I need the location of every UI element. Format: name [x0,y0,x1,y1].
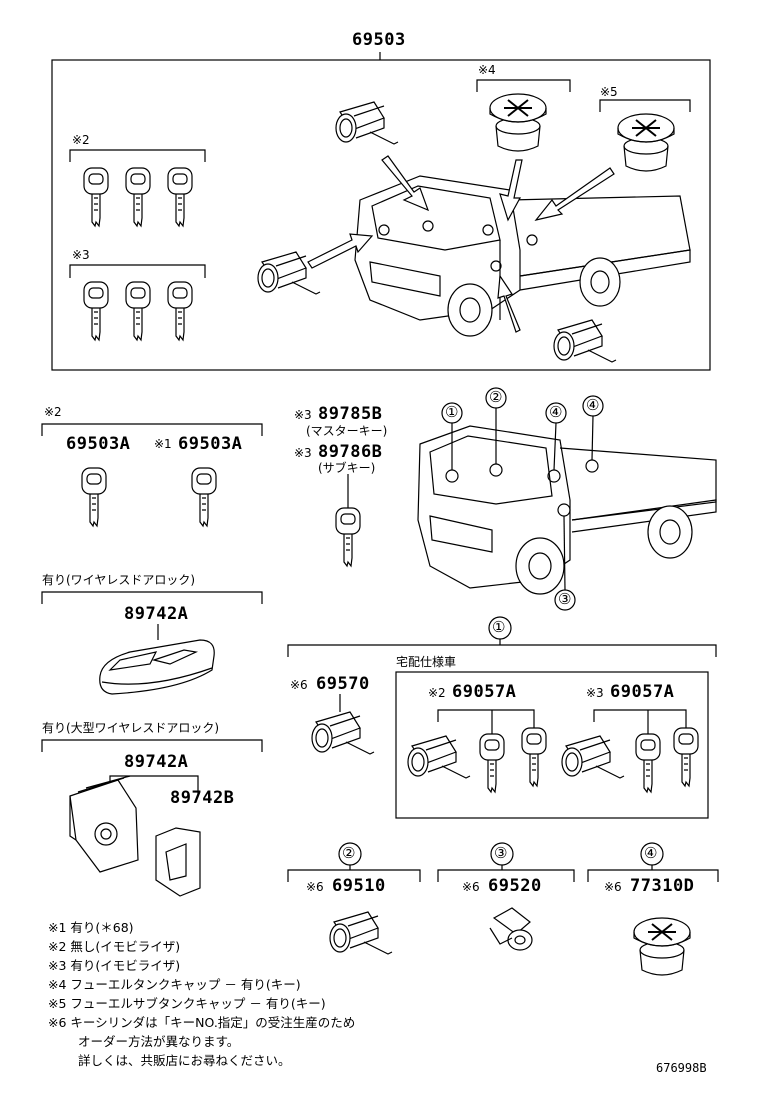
delivery-vehicle-label: 宅配仕様車 [396,655,457,669]
delivery-a-part: 69057A [452,682,517,702]
footnote-5: ※5 フューエルサブタンクキャップ － 有り(キー) [48,996,326,1011]
sub-key-part: 89786B [318,442,383,462]
section1-cyl-part: 69570 [316,674,370,694]
truck-callout-1: ① [445,403,459,421]
footnote-1: ※1 有り(＊68) [48,920,134,935]
master-key-desc: (マスターキー) [306,424,388,438]
note-marker-2: ※2 [72,133,90,147]
truck-callout-2: ② [489,388,503,406]
truck-callout-4b: ④ [586,396,600,414]
section3-part: 69520 [488,876,542,896]
section1-callout: ① [492,618,506,636]
key-part-a: 69503A [66,434,131,454]
delivery-b-prefix: ※3 [586,686,604,700]
section4-prefix: ※6 [604,880,622,894]
section3-prefix: ※6 [462,880,480,894]
section1-cyl-prefix: ※6 [290,678,308,692]
footnote-2: ※2 無し(イモビライザ) [48,939,181,954]
delivery-b-part: 69057A [610,682,675,702]
figure-id: 676998B [656,1061,707,1075]
assembly-part-number: 69503 [352,30,406,50]
section4-callout: ④ [644,844,658,862]
sub-key-desc: (サブキー) [318,461,376,475]
footnote-6: ※6 キーシリンダは「キーNO.指定」の受注生産のため [48,1015,356,1030]
note-marker-4: ※4 [478,63,496,77]
truck-callout-3: ③ [558,590,572,608]
section2-callout: ② [342,844,356,862]
footnote-6-line2: オーダー方法が異なります。 [78,1034,240,1049]
note-marker-5: ※5 [600,85,618,99]
section2-part: 69510 [332,876,386,896]
section2-prefix: ※6 [306,880,324,894]
footnote-3: ※3 有り(イモビライザ) [48,958,181,973]
section3-callout: ③ [494,844,508,862]
sub-key-prefix: ※3 [294,446,312,460]
key-part-b-prefix: ※1 [154,437,172,451]
truck-callout-4a: ④ [549,403,563,421]
keys-group-note: ※2 [44,405,62,419]
wireless2-part-a: 89742A [124,752,189,772]
footnote-4: ※4 フューエルタンクキャップ － 有り(キー) [48,977,301,992]
key-part-b: 69503A [178,434,243,454]
note-marker-3: ※3 [72,248,90,262]
footnote-6-line3: 詳しくは、共販店にお尋ねください。 [78,1053,291,1068]
delivery-a-prefix: ※2 [428,686,446,700]
wireless2-label: 有り(大型ワイヤレスドアロック) [42,721,220,735]
wireless2-part-b: 89742B [170,788,235,808]
master-key-prefix: ※3 [294,408,312,422]
section4-part: 77310D [630,876,695,896]
wireless1-label: 有り(ワイヤレスドアロック) [42,573,196,587]
master-key-part: 89785B [318,404,383,424]
wireless1-part: 89742A [124,604,189,624]
